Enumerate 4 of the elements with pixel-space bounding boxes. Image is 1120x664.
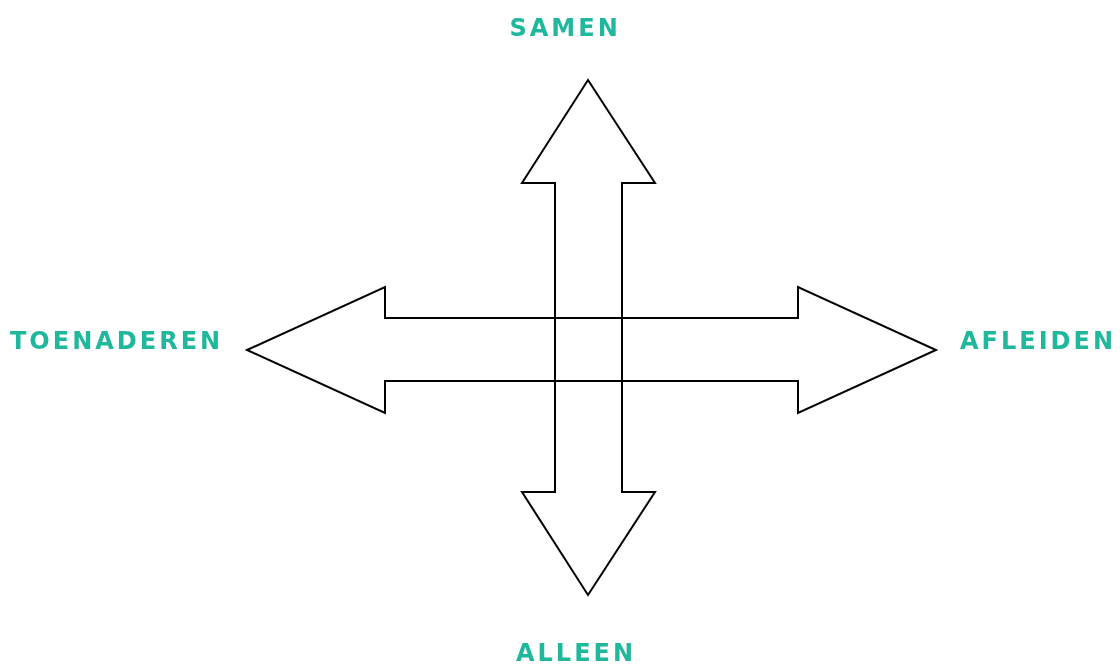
- axis-label: AFLEIDEN: [960, 329, 1116, 353]
- axis-label: TOENADEREN: [10, 329, 224, 353]
- axis-label: ALLEEN: [516, 641, 637, 664]
- axis-label: SAMEN: [509, 16, 621, 40]
